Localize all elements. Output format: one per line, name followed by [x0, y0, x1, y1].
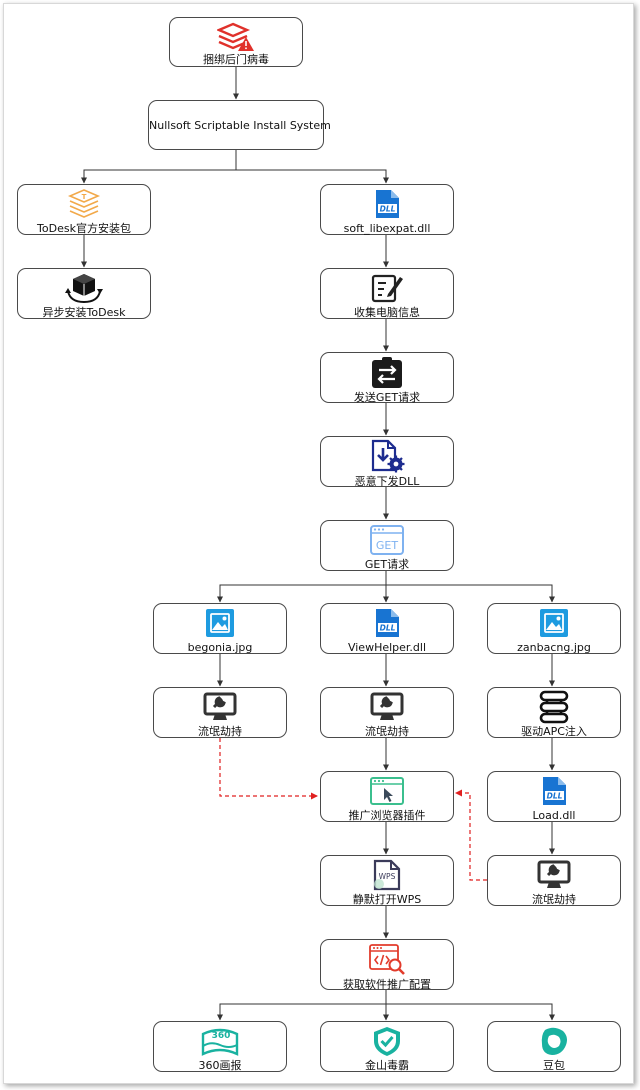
label-plugin: 推广浏览器插件 — [348, 809, 426, 822]
dll-file-icon: DLL — [376, 609, 399, 637]
layers-warning-icon — [217, 22, 254, 51]
360-wave-icon: 360 — [201, 1028, 239, 1056]
label-libexpat: soft_libexpat.dll — [343, 222, 431, 235]
edge-nsis-todesk — [81, 150, 237, 184]
label-wps: 静默打开WPS — [352, 893, 422, 906]
label-download-dll: 恶意下发DLL — [354, 475, 420, 488]
todesk-layers-icon: T — [67, 189, 101, 218]
monitor-wrench-icon — [370, 692, 404, 720]
label-todesk-install: 异步安装ToDesk — [42, 306, 126, 319]
node-get-request: GET GET请求 — [320, 520, 454, 571]
edges-layer — [81, 67, 555, 1021]
get-icon-text: GET — [376, 539, 398, 552]
node-nsis: Nullsoft Scriptable Install System — [148, 100, 331, 150]
node-load-dll: DLL Load.dll — [487, 771, 621, 822]
node-silent-wps: WPS 静默打开WPS — [320, 855, 454, 906]
node-libexpat-dll: DLL soft_libexpat.dll — [320, 184, 454, 235]
image-file-icon — [540, 609, 568, 637]
node-jinshan-duba: 金山毒霸 — [320, 1021, 454, 1072]
node-hijack-2: 流氓劫持 — [320, 687, 454, 738]
label-promo-config: 获取软件推广配置 — [343, 978, 431, 991]
node-hijack-3: 流氓劫持 — [487, 855, 621, 906]
stack-cylinders-icon — [539, 690, 569, 724]
label-bundle: 捆绑后门病毒 — [203, 53, 269, 66]
node-bundle-backdoor: 捆绑后门病毒 — [169, 17, 303, 67]
dashed-edge-hijack1-plugin — [219, 738, 318, 800]
node-todesk-package: T ToDesk官方安装包 — [17, 184, 151, 235]
transfer-clipboard-icon — [372, 357, 402, 388]
label-todesk-package: ToDesk官方安装包 — [37, 222, 131, 235]
dll-badge-text: DLL — [380, 624, 396, 633]
label-hijack-3: 流氓劫持 — [532, 893, 576, 906]
wps-document-icon: WPS — [373, 859, 401, 891]
edge-nsis-libexpat — [236, 169, 389, 184]
browser-cursor-icon — [370, 777, 404, 805]
cube-sync-icon — [65, 274, 103, 304]
label-send-get: 发送GET请求 — [353, 391, 421, 404]
node-download-dll: 恶意下发DLL — [320, 436, 454, 488]
label-360: 360画报 — [198, 1059, 242, 1072]
dll-badge-text: DLL — [380, 205, 396, 214]
get-window-icon: GET — [370, 525, 404, 555]
dll-file-icon: DLL — [376, 190, 399, 218]
image-file-icon — [206, 609, 234, 637]
label-load-dll: Load.dll — [532, 809, 576, 822]
node-begonia-jpg: begonia.jpg — [153, 603, 287, 654]
label-apc: 驱动APC注入 — [521, 725, 587, 738]
edge-config-doubao — [386, 1003, 555, 1021]
edge-config-360 — [217, 990, 387, 1021]
label-get-request: GET请求 — [364, 558, 410, 571]
edge-get-zanbacng — [386, 584, 555, 603]
node-browser-plugin: 推广浏览器插件 — [320, 771, 454, 822]
code-search-icon — [369, 944, 405, 975]
dll-badge-text: DLL — [547, 792, 563, 801]
dashed-edge-hijack3-plugin — [455, 789, 487, 881]
download-gear-file-icon — [371, 439, 405, 473]
label-hijack-2: 流氓劫持 — [365, 725, 409, 738]
node-send-get: 发送GET请求 — [320, 352, 454, 404]
shield-check-icon — [374, 1027, 400, 1056]
label-begonia: begonia.jpg — [187, 641, 253, 654]
label-jinshan: 金山毒霸 — [365, 1059, 409, 1072]
label-nsis: Nullsoft Scriptable Install System — [149, 119, 331, 132]
node-collect-pc-info: 收集电脑信息 — [320, 268, 454, 319]
edge-get-begonia — [217, 571, 387, 603]
diagram-frame: 捆绑后门病毒 Nullsoft Scriptable Install Syste… — [3, 3, 634, 1084]
doubao-blob-icon — [541, 1027, 567, 1055]
node-apc-inject: 驱动APC注入 — [487, 687, 621, 738]
node-viewhelper-dll: DLL ViewHelper.dll — [320, 603, 454, 654]
monitor-wrench-icon — [537, 860, 571, 888]
svg-text:T: T — [82, 193, 87, 201]
label-viewhelper: ViewHelper.dll — [347, 641, 427, 654]
wps-icon-text: WPS — [379, 872, 396, 881]
label-doubao: 豆包 — [543, 1059, 565, 1072]
label-hijack-1: 流氓劫持 — [198, 725, 242, 738]
label-collect: 收集电脑信息 — [354, 306, 420, 319]
dll-file-icon: DLL — [543, 777, 566, 805]
node-hijack-1: 流氓劫持 — [153, 687, 287, 738]
label-zanbacng: zanbacng.jpg — [517, 641, 591, 654]
node-doubao: 豆包 — [487, 1021, 621, 1072]
edit-form-icon — [371, 274, 403, 303]
node-todesk-async-install: 异步安装ToDesk — [17, 268, 151, 319]
node-promo-config: 获取软件推广配置 — [320, 939, 454, 991]
monitor-wrench-icon — [203, 692, 237, 720]
node-zanbacng-jpg: zanbacng.jpg — [487, 603, 621, 654]
360-icon-text: 360 — [212, 1031, 231, 1041]
node-360-huabao: 360 360画报 — [153, 1021, 287, 1072]
